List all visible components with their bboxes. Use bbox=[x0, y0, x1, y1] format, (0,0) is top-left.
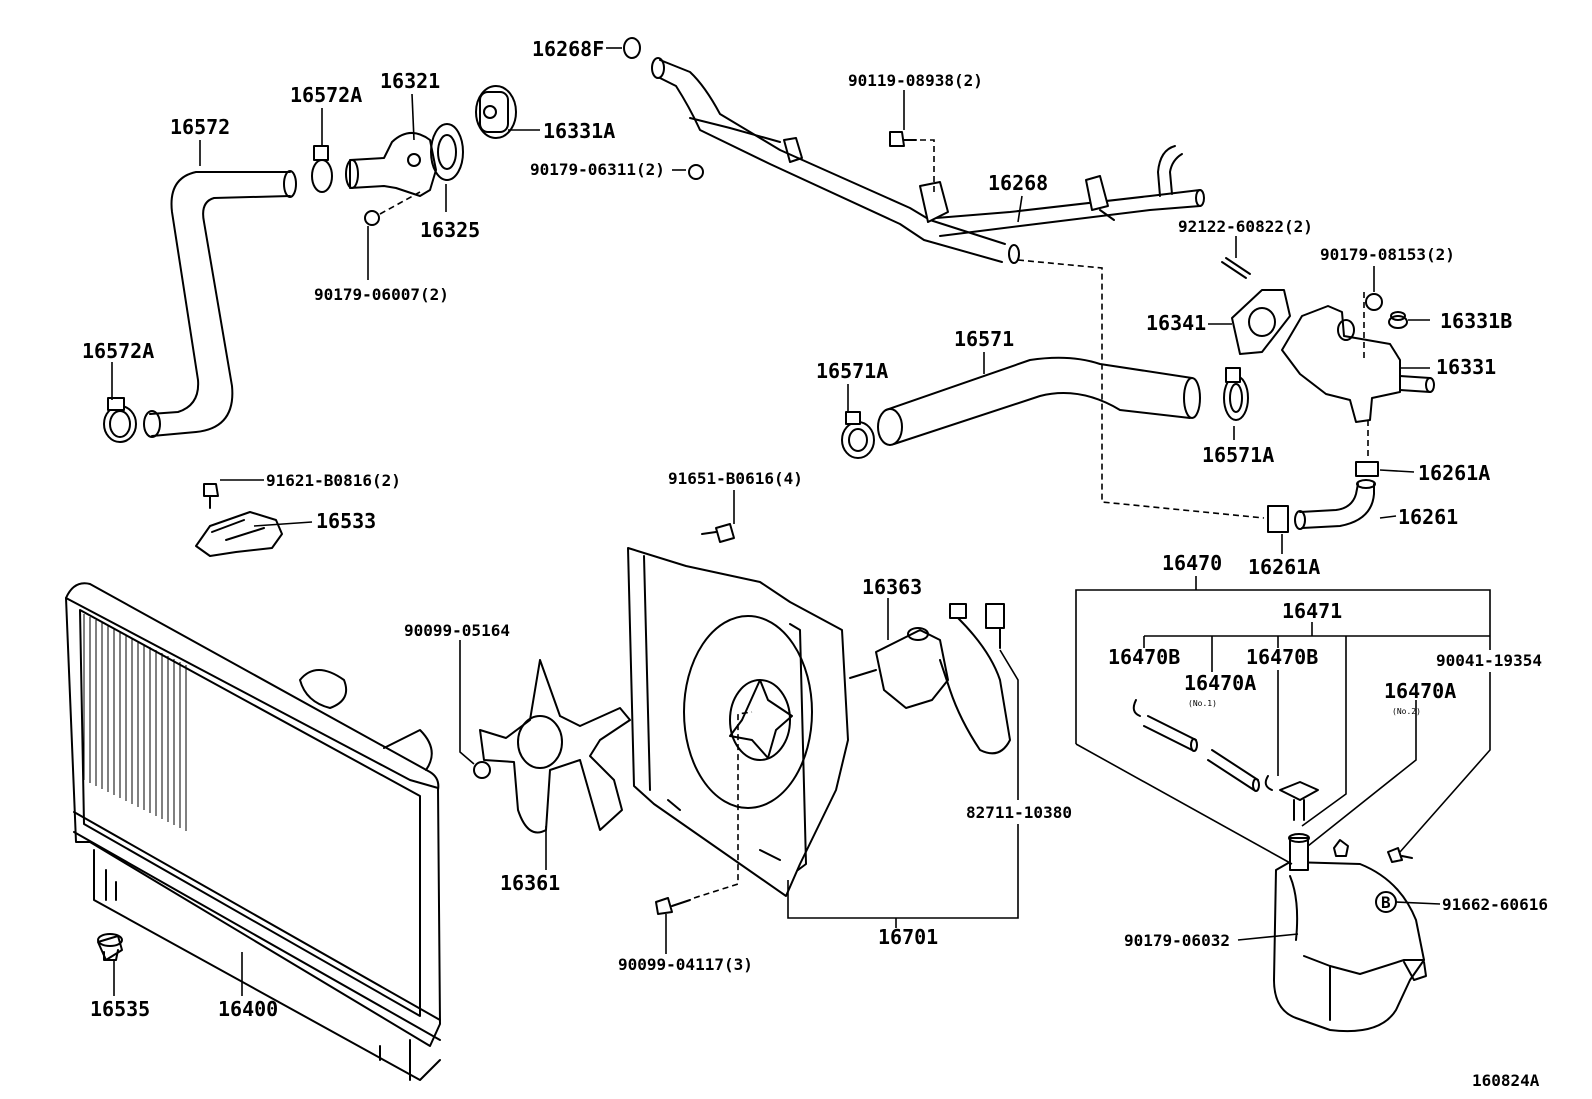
label-16470B-right: 16470B bbox=[1246, 645, 1318, 669]
nut-90179-08153[interactable] bbox=[1365, 293, 1383, 311]
label-92122-60822: 92122-60822(2) bbox=[1178, 217, 1313, 236]
fan-shroud[interactable] bbox=[627, 547, 849, 897]
hose-clamp-16571A-left[interactable] bbox=[841, 411, 875, 459]
radiator-hose-16572[interactable] bbox=[149, 171, 291, 437]
plug-16331B[interactable] bbox=[1388, 311, 1408, 329]
hose-clamp-16571A-right[interactable] bbox=[1223, 367, 1249, 421]
label-16571A-right: 16571A bbox=[1202, 443, 1274, 467]
label-16261A-bottom: 16261A bbox=[1248, 555, 1320, 579]
label-90041-19354: 90041-19354 bbox=[1436, 651, 1542, 670]
label-90179-06311: 90179-06311(2) bbox=[530, 160, 665, 179]
label-16331: 16331 bbox=[1436, 355, 1496, 379]
bolt-91621-B0816[interactable] bbox=[203, 483, 219, 509]
label-16325: 16325 bbox=[420, 218, 480, 242]
label-16470A-no1-note: (No.1) bbox=[1188, 699, 1217, 708]
label-16572: 16572 bbox=[170, 115, 230, 139]
wiring-harness-82711-10380[interactable] bbox=[939, 603, 1011, 755]
radiator-hose-upper-group bbox=[103, 37, 704, 443]
water-hose-16261[interactable] bbox=[1294, 479, 1376, 530]
reservoir-cap[interactable] bbox=[1279, 781, 1319, 821]
radiator-hose-16571[interactable] bbox=[877, 356, 1201, 446]
label-90099-05164: 90099-05164 bbox=[404, 621, 510, 640]
thermostat-16331A[interactable] bbox=[475, 85, 517, 139]
label-16363: 16363 bbox=[862, 575, 922, 599]
radiator-16400[interactable] bbox=[65, 582, 441, 1081]
reservoir-tank-16470[interactable] bbox=[1273, 861, 1427, 1033]
radiator-core-fins bbox=[83, 614, 187, 831]
label-16470A-no2: 16470A bbox=[1384, 679, 1456, 703]
label-16701: 16701 bbox=[878, 925, 938, 949]
bolt-91651-B0616[interactable] bbox=[701, 523, 735, 543]
stud-92122-60822[interactable] bbox=[1221, 257, 1251, 279]
label-91662-60616: 91662-60616 bbox=[1442, 895, 1548, 914]
label-90099-04117: 90099-04117(3) bbox=[618, 955, 753, 974]
bolt-90041-19354[interactable] bbox=[1387, 847, 1413, 863]
water-outlet-16331[interactable] bbox=[1281, 305, 1435, 423]
label-16533: 16533 bbox=[316, 509, 376, 533]
label-16331B: 16331B bbox=[1440, 309, 1512, 333]
label-16535: 16535 bbox=[90, 997, 150, 1021]
label-16268: 16268 bbox=[988, 171, 1048, 195]
label-16331A: 16331A bbox=[543, 119, 615, 143]
label-90179-08153: 90179-08153(2) bbox=[1320, 245, 1455, 264]
hose-clip-16470B-right[interactable] bbox=[1264, 775, 1273, 791]
hose-clamp-16572A-top[interactable] bbox=[311, 145, 333, 193]
label-16268F: 16268F bbox=[532, 37, 604, 61]
diagram-id: 160824A bbox=[1472, 1071, 1540, 1090]
bolt-90099-04117[interactable] bbox=[655, 897, 691, 915]
leader-lines bbox=[111, 47, 1491, 996]
label-16261: 16261 bbox=[1398, 505, 1458, 529]
hose-clamp-16261A-right[interactable] bbox=[1355, 461, 1379, 477]
nut-90099-05164[interactable] bbox=[473, 761, 491, 779]
reservoir-filler-neck[interactable] bbox=[1288, 833, 1310, 871]
gasket-16325[interactable] bbox=[430, 123, 464, 181]
hose-clamp-16572A-left[interactable] bbox=[103, 397, 137, 443]
label-16572A-left: 16572A bbox=[82, 339, 154, 363]
label-16470: 16470 bbox=[1162, 551, 1222, 575]
label-90179-06007: 90179-06007(2) bbox=[314, 285, 449, 304]
label-16400: 16400 bbox=[218, 997, 278, 1021]
label-16470A-no2-note: (No.2) bbox=[1392, 707, 1421, 716]
label-16572A-top: 16572A bbox=[290, 83, 362, 107]
gasket-16341[interactable] bbox=[1231, 289, 1291, 355]
hose-clamp-16261A-bottom[interactable] bbox=[1267, 505, 1289, 533]
label-16321: 16321 bbox=[380, 69, 440, 93]
hose-clip-16470B-left[interactable] bbox=[1132, 699, 1141, 717]
reservoir-hose-16470A-no2[interactable] bbox=[1207, 749, 1260, 792]
label-16341: 16341 bbox=[1146, 311, 1206, 335]
callout-labels: 16268F 16321 16572A 16572 16331A 90179-0… bbox=[82, 37, 1548, 1090]
o-ring-16268F[interactable] bbox=[623, 37, 641, 59]
label-16471: 16471 bbox=[1282, 599, 1342, 623]
label-90179-06032: 90179-06032 bbox=[1124, 931, 1230, 950]
label-16571: 16571 bbox=[954, 327, 1014, 351]
marker-b-letter: B bbox=[1381, 893, 1391, 912]
drain-cock-16535[interactable] bbox=[97, 933, 123, 961]
nut-90179-06007[interactable] bbox=[364, 210, 380, 226]
bolt-90119-08938[interactable] bbox=[889, 131, 917, 147]
fan-motor-16363[interactable] bbox=[849, 627, 949, 709]
label-91651-B0616: 91651-B0616(4) bbox=[668, 469, 803, 488]
label-16361: 16361 bbox=[500, 871, 560, 895]
label-16261A-right: 16261A bbox=[1418, 461, 1490, 485]
fan-16361[interactable] bbox=[479, 659, 631, 834]
label-16470B-left: 16470B bbox=[1108, 645, 1180, 669]
water-bypass-pipe-16268[interactable] bbox=[651, 57, 1205, 264]
label-82711-10380: 82711-10380 bbox=[966, 803, 1072, 822]
grommet[interactable] bbox=[1333, 839, 1349, 857]
reservoir-hose-16470A-no1[interactable] bbox=[1143, 715, 1198, 752]
water-inlet-16321[interactable] bbox=[345, 132, 437, 197]
label-90119-08938: 90119-08938(2) bbox=[848, 71, 983, 90]
nut-90179-06311[interactable] bbox=[688, 164, 704, 180]
label-16470A-no1: 16470A bbox=[1184, 671, 1256, 695]
label-16571A-left: 16571A bbox=[816, 359, 888, 383]
radiator-support-16533[interactable] bbox=[195, 511, 283, 557]
label-91621-B0816: 91621-B0816(2) bbox=[266, 471, 401, 490]
